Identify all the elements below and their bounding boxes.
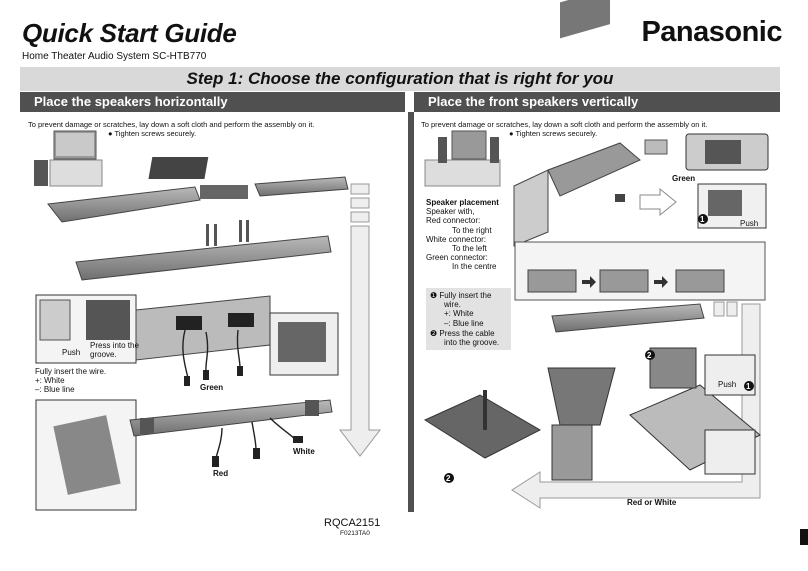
down-arrow-icon	[338, 183, 382, 457]
right-soft-cloth-note: To prevent damage or scratches, lay down…	[421, 120, 708, 129]
speaker-placement-legend: Speaker placement Speaker with, Red conn…	[426, 198, 499, 272]
soundbar-bottom-illustration	[35, 399, 333, 511]
wire-insert-instructions: Fully insert the wire. +: White –: Blue …	[35, 367, 107, 395]
green-cable-label: Green	[200, 383, 224, 392]
speaker-cables	[182, 329, 241, 379]
tv-vertical-speakers-illustration	[424, 130, 501, 187]
white-cable-label: White	[293, 447, 315, 456]
soundbar-joined-illustration	[75, 235, 332, 281]
step-title: Step 1: Choose the configuration that is…	[186, 69, 614, 88]
svg-text:2: 2	[446, 474, 451, 483]
push-label-bottom: Push	[718, 380, 737, 389]
push-label-top: Push	[740, 219, 759, 228]
svg-text:1: 1	[700, 215, 705, 224]
step-banner: Step 1: Choose the configuration that is…	[20, 67, 780, 91]
connector-panel-illustration	[35, 294, 339, 376]
red-cable-label: Red	[213, 469, 229, 478]
speaker-stand-illustration	[423, 347, 761, 481]
wiring-steps-box	[426, 288, 511, 350]
guide-title: Quick Start Guide	[22, 18, 237, 48]
right-tighten-note: ● Tighten screws securely.	[509, 129, 598, 138]
section-heading-horizontal: Place the speakers horizontally	[20, 92, 405, 112]
tv-stand-illustration	[34, 130, 103, 187]
section-divider	[408, 112, 414, 512]
return-arrow-icon	[511, 303, 761, 509]
right-arrow-icon	[639, 187, 677, 217]
section-heading-vertical: Place the front speakers vertically	[414, 92, 780, 112]
svg-text:1: 1	[746, 382, 751, 391]
svg-text:2: 2	[647, 351, 652, 360]
terminal-zoom-illustration	[685, 133, 769, 229]
screw-icons	[206, 220, 249, 246]
left-tighten-note: ● Tighten screws securely.	[108, 129, 197, 138]
document-code: RQCA2151	[324, 517, 381, 529]
press-groove-label: Press into the groove.	[90, 341, 139, 360]
speaker-body-illustration	[513, 0, 668, 247]
edge-marker	[800, 529, 808, 545]
soundbar-top-illustration	[47, 157, 349, 223]
green-connector-label: Green	[672, 174, 696, 183]
red-or-white-label: Red or White	[627, 498, 677, 507]
print-code: F0213TA0	[340, 530, 370, 537]
model-subtitle: Home Theater Audio System SC-HTB770	[22, 51, 207, 62]
wiring-step-1: ❶ Fully insert the wire. +: White –: Blu…	[430, 291, 492, 328]
brand-logo: Panasonic	[641, 16, 782, 48]
wiring-step-2: ❷ Press the cable into the groove.	[430, 329, 500, 348]
mounting-steps-illustration	[514, 241, 766, 301]
left-soft-cloth-note: To prevent damage or scratches, lay down…	[28, 120, 315, 129]
push-label-left: Push	[62, 348, 81, 357]
speaker-bar-illustration	[551, 303, 705, 333]
